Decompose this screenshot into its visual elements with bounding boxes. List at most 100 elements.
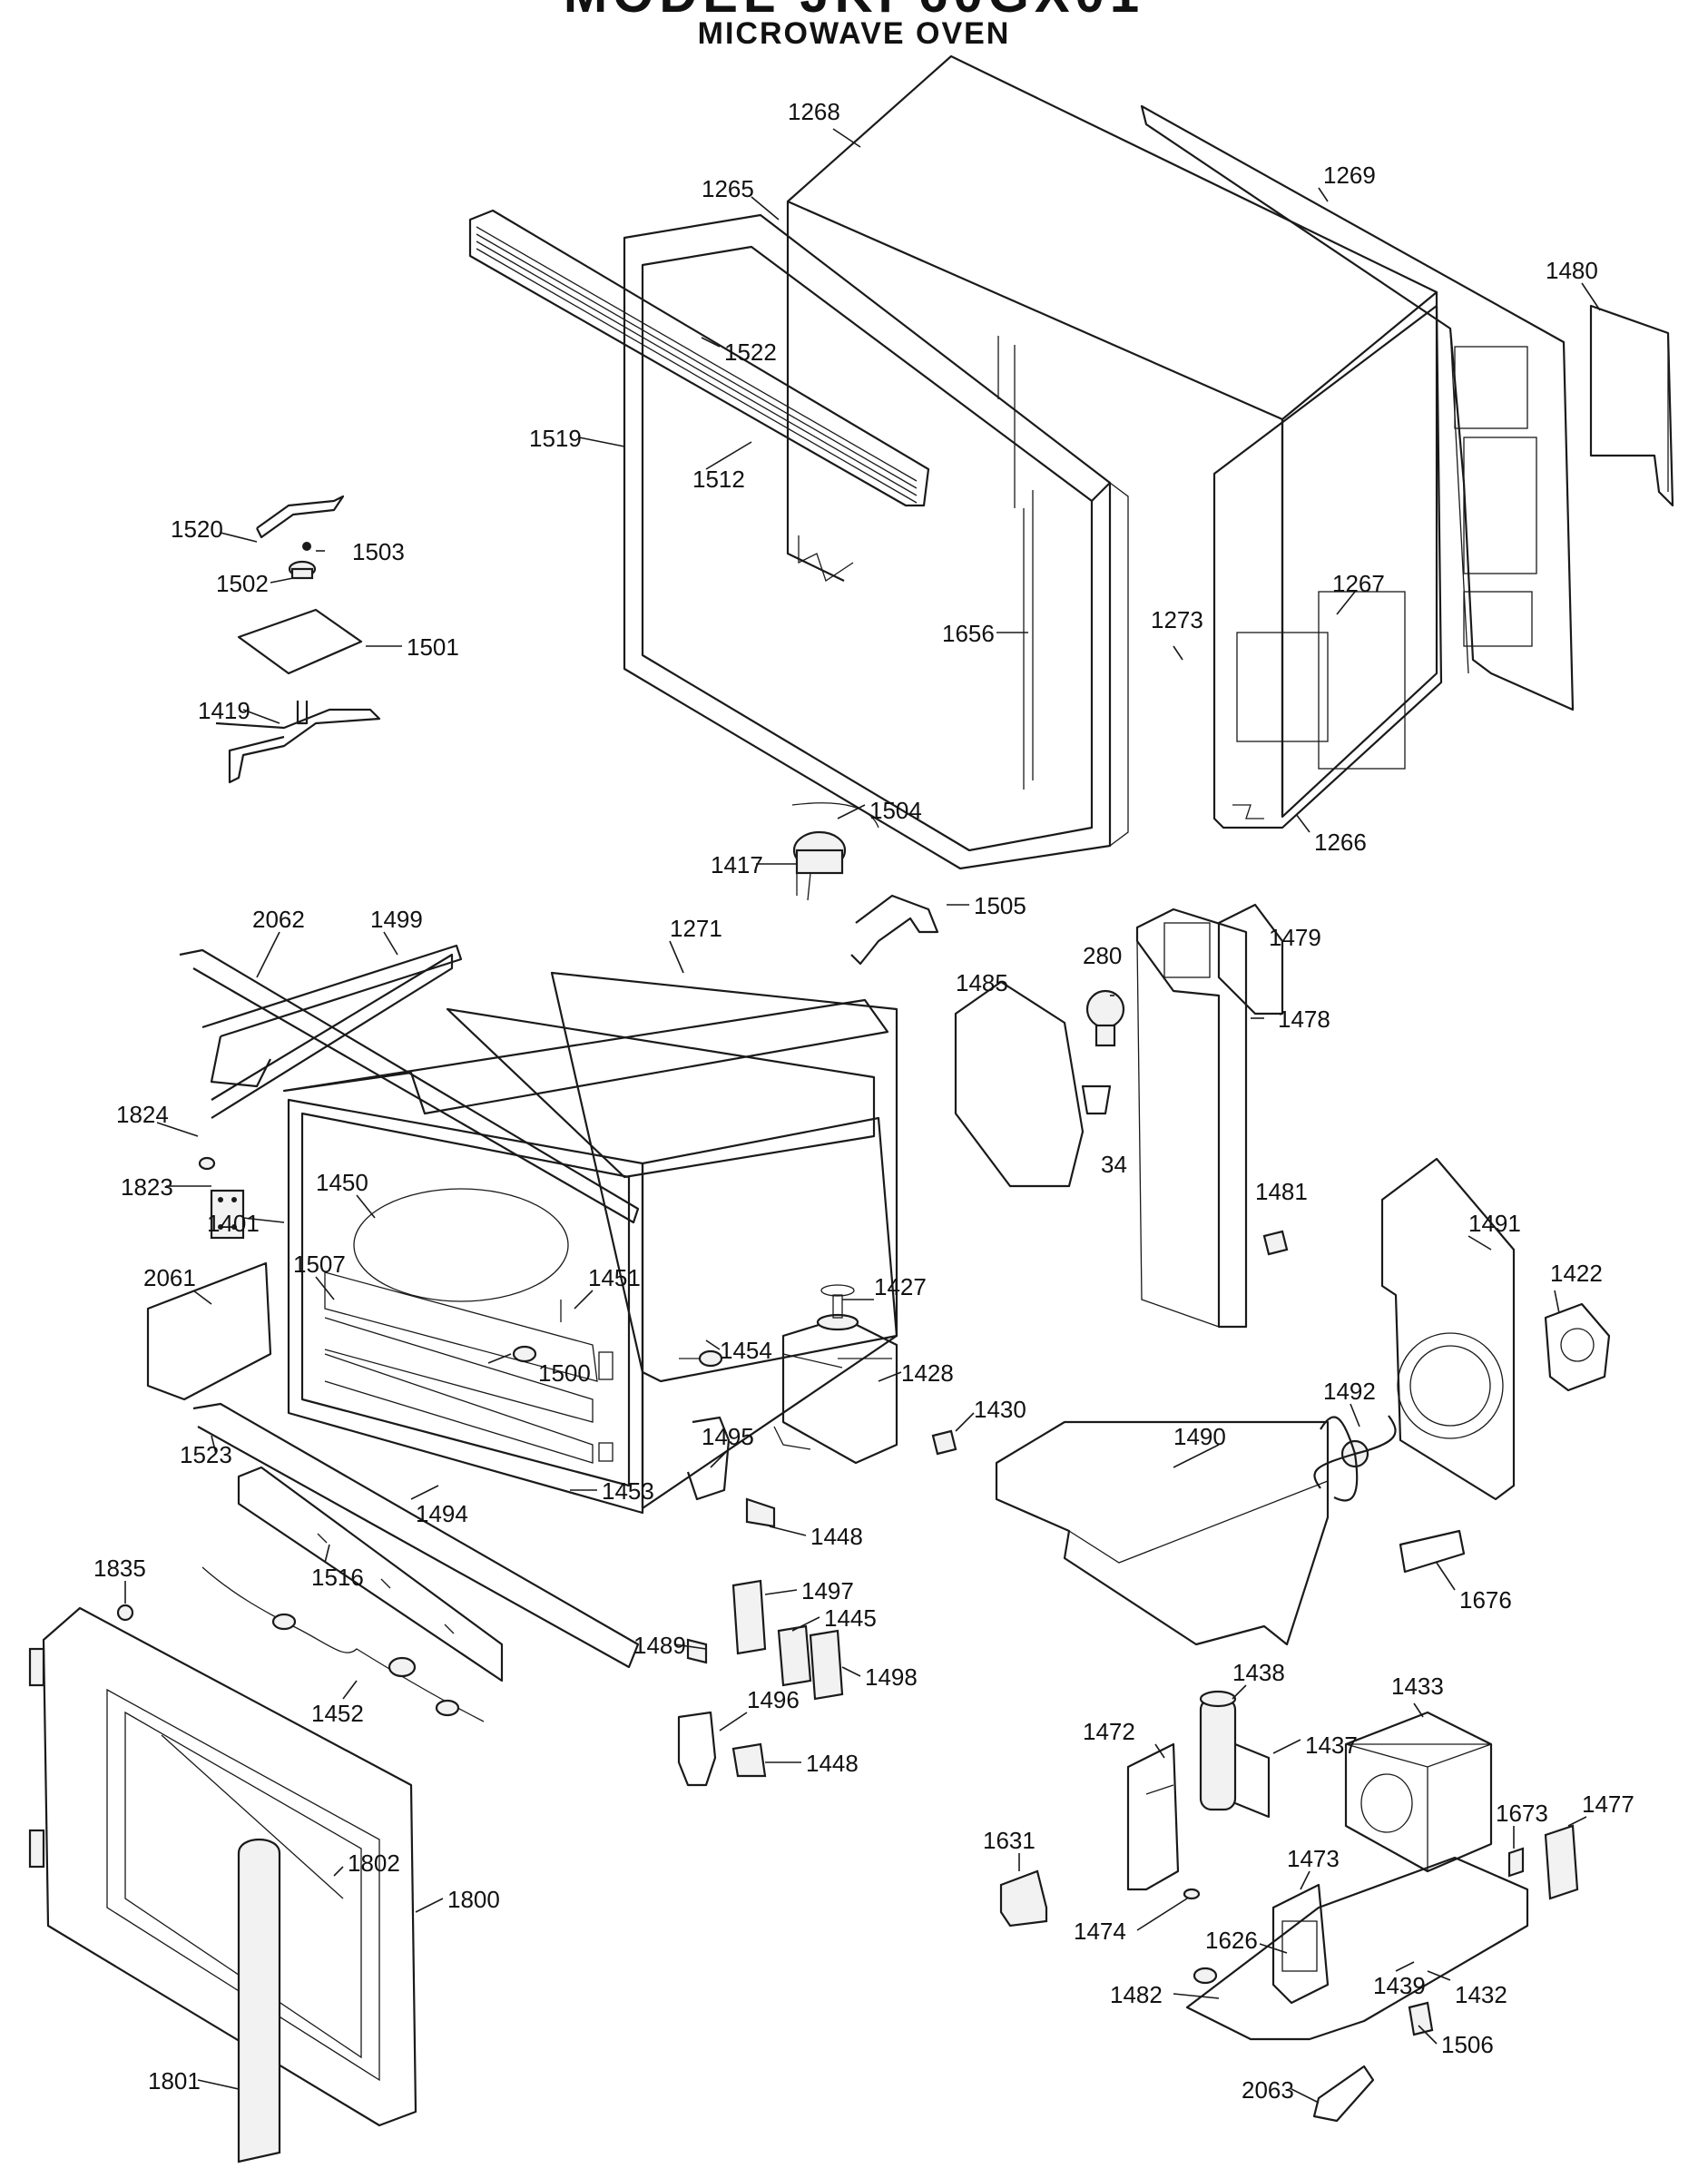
- callout-1492: 1492: [1323, 1378, 1376, 1405]
- front-trim-bar-1523: [192, 1402, 640, 1669]
- callout-1271: 1271: [670, 915, 722, 942]
- callout-1480: 1480: [1546, 257, 1598, 284]
- base-plate-1432: [1185, 1856, 1529, 2123]
- callout-1454: 1454: [720, 1337, 772, 1364]
- callout-1502: 1502: [216, 570, 269, 597]
- magnetron: [773, 1284, 898, 1465]
- callout-1267: 1267: [1332, 570, 1385, 597]
- callout-1802: 1802: [348, 1849, 400, 1877]
- callout-1433: 1433: [1391, 1673, 1444, 1700]
- callout-1451: 1451: [588, 1264, 641, 1291]
- vent-grille: [468, 209, 930, 507]
- callout-1801: 1801: [148, 2067, 201, 2095]
- fan-blade-1492: [1313, 1415, 1397, 1502]
- callout-1835: 1835: [93, 1555, 146, 1582]
- callout-1448: 1448: [810, 1523, 863, 1550]
- relay-and-switches: [999, 1824, 1579, 1928]
- callout-1481: 1481: [1255, 1178, 1308, 1205]
- callout-1519: 1519: [529, 425, 582, 452]
- callout-1800: 1800: [447, 1886, 500, 1913]
- diagram-subtitle: MICROWAVE OVEN: [697, 16, 1011, 51]
- callout-1478: 1478: [1278, 1006, 1330, 1033]
- callout-1269: 1269: [1323, 162, 1376, 189]
- callout-1506: 1506: [1441, 2031, 1494, 2058]
- callout-1479: 1479: [1269, 924, 1321, 951]
- callout-280: 280: [1083, 942, 1122, 969]
- front-frame: [623, 213, 1129, 870]
- leader-lines-bottom: [124, 931, 1587, 2104]
- callout-1472: 1472: [1083, 1718, 1135, 1745]
- leader-lines-top: [220, 128, 1601, 906]
- air-duct-base: [995, 1420, 1466, 1646]
- model-title: MODEL JKP60GX01: [0, 0, 1708, 25]
- callout-1473: 1473: [1287, 1845, 1340, 1872]
- hv-transformer-1433: [1344, 1711, 1493, 1873]
- callout-1497: 1497: [801, 1577, 854, 1604]
- stirrer-motor: [791, 802, 939, 966]
- callout-2061: 2061: [143, 1264, 196, 1291]
- callout-1474: 1474: [1074, 1918, 1126, 1945]
- door-handle-1801: [237, 1838, 281, 2163]
- callout-1494: 1494: [416, 1500, 468, 1527]
- callout-1450: 1450: [316, 1169, 368, 1196]
- oven-door: [28, 1606, 417, 2127]
- outer-case-wrapper: [786, 54, 1438, 819]
- callout-2063: 2063: [1242, 2076, 1294, 2104]
- callout-1273: 1273: [1151, 606, 1203, 633]
- cross-brace-2062: [179, 948, 640, 1224]
- callout-1824: 1824: [116, 1101, 169, 1128]
- callout-1430: 1430: [974, 1396, 1026, 1423]
- callout-1631: 1631: [983, 1827, 1036, 1854]
- callout-1520: 1520: [171, 515, 223, 543]
- callout-1482: 1482: [1110, 1981, 1163, 2008]
- callout-1495: 1495: [702, 1423, 754, 1450]
- callout-1428: 1428: [901, 1359, 954, 1387]
- callout-1437: 1437: [1305, 1732, 1358, 1759]
- callout-1499: 1499: [370, 906, 423, 933]
- callout-1503: 1503: [352, 538, 405, 565]
- callout-1507: 1507: [293, 1251, 346, 1278]
- callout-1504: 1504: [869, 797, 922, 824]
- callout-1438: 1438: [1232, 1659, 1285, 1686]
- callout-1501: 1501: [407, 633, 459, 661]
- side-panel-left: [1212, 304, 1443, 829]
- callout-1266: 1266: [1314, 829, 1367, 856]
- callout-1522: 1522: [724, 338, 777, 366]
- callout-1417: 1417: [711, 851, 763, 878]
- stirrer-assembly: [215, 495, 381, 784]
- callout-1498: 1498: [865, 1663, 918, 1691]
- callout-1512: 1512: [692, 466, 745, 493]
- callout-1505: 1505: [974, 892, 1026, 919]
- callout-1268: 1268: [788, 98, 840, 125]
- support-bar-1499: [211, 953, 454, 1119]
- callout-1445: 1445: [824, 1604, 877, 1632]
- callout-1823: 1823: [121, 1173, 173, 1201]
- wire-harness-1452: [201, 1566, 485, 1722]
- capacitor-and-bracket: [1126, 1690, 1271, 1891]
- callout-1439: 1439: [1373, 1972, 1426, 1999]
- callout-labels: 1268 1265 1269 1480 1522 1519 1512 1520 …: [93, 98, 1634, 2104]
- callout-1419: 1419: [198, 697, 250, 724]
- callout-34: 34: [1101, 1151, 1127, 1178]
- callout-1676: 1676: [1459, 1586, 1512, 1614]
- callout-1477: 1477: [1582, 1790, 1634, 1818]
- callout-1452: 1452: [311, 1700, 364, 1727]
- callout-1523: 1523: [180, 1441, 232, 1468]
- callout-1427: 1427: [874, 1273, 927, 1300]
- callout-1432: 1432: [1455, 1981, 1507, 2008]
- lamp-and-duct: [954, 903, 1289, 1329]
- callout-1673: 1673: [1496, 1800, 1548, 1827]
- callout-1496: 1496: [747, 1686, 800, 1713]
- callout-1485: 1485: [956, 969, 1008, 996]
- callout-1491: 1491: [1468, 1210, 1521, 1237]
- callout-1500: 1500: [538, 1359, 591, 1387]
- callout-1453: 1453: [602, 1477, 654, 1505]
- callout-1516: 1516: [311, 1564, 364, 1591]
- door-hinge-pieces: [116, 1156, 245, 1622]
- callout-1656: 1656: [942, 620, 995, 647]
- side-panel-right: [1140, 104, 1575, 711]
- callout-1422: 1422: [1550, 1260, 1603, 1287]
- callout-1626: 1626: [1205, 1927, 1258, 1954]
- callout-1265: 1265: [702, 175, 754, 202]
